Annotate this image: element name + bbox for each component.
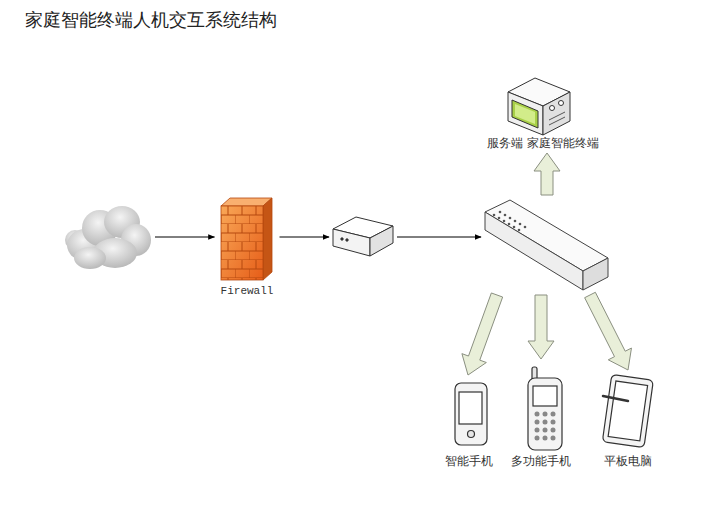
feature-phone-icon-part-part <box>551 436 556 441</box>
node-label: Firewall <box>221 284 274 298</box>
router-icon-part <box>370 226 393 256</box>
server-icon <box>508 78 570 135</box>
server-node: 服务端 家庭智能终端 <box>478 72 608 150</box>
tablet-icon-part-part <box>602 374 653 447</box>
tablet-icon-part <box>603 396 628 401</box>
tablet-icon <box>602 374 653 447</box>
block-arrow <box>534 153 560 195</box>
switch-icon-part <box>493 211 527 232</box>
switch-icon-part-part <box>524 226 527 229</box>
tablet-icon-part <box>602 374 653 447</box>
smartphone-icon <box>455 383 487 445</box>
switch-icon-part-part <box>499 211 502 214</box>
router-icon-part <box>346 239 348 241</box>
switch-icon-part-part <box>513 226 516 229</box>
switch-icon-part <box>583 258 608 290</box>
firewall-icon <box>221 198 272 280</box>
switch-icon-part <box>485 212 583 290</box>
node-label: 服务端 家庭智能终端 <box>487 136 599 150</box>
firewall-icon-part <box>221 206 263 280</box>
server-icon-part <box>559 101 564 106</box>
switch-icon-part-part <box>509 217 512 220</box>
connector-arrow <box>155 237 215 238</box>
firewall-icon-part <box>221 206 263 280</box>
feature-phone-icon <box>528 367 562 450</box>
feature-phone-icon-part-part <box>535 436 540 441</box>
firewall-node: Firewall <box>217 196 278 298</box>
feature-phone-icon-part <box>535 412 556 441</box>
feature-phone-icon-part <box>533 386 557 406</box>
switch-icon-part-part <box>504 214 507 217</box>
server-icon-part <box>549 112 565 120</box>
device-node: 多功能手机 <box>505 362 577 468</box>
node-label: 多功能手机 <box>511 454 571 468</box>
feature-phone-icon-part-part <box>543 412 548 417</box>
block-arrow <box>462 293 503 375</box>
switch-icon-part-part <box>514 220 517 223</box>
feature-phone-icon-part-part <box>551 412 556 417</box>
router-node <box>331 214 395 258</box>
block-arrow <box>528 295 554 359</box>
switch-icon-part-part <box>508 223 511 226</box>
cloud-icon <box>65 206 151 269</box>
feature-phone-icon-part-part <box>535 420 540 425</box>
feature-phone-icon-part-part <box>543 436 548 441</box>
smartphone-icon-part <box>459 392 482 424</box>
switch-icon-part-part <box>493 214 496 217</box>
switch-icon-part-part <box>518 229 521 232</box>
feature-phone-icon-part-part <box>551 428 556 433</box>
switch-icon <box>485 200 608 290</box>
server-icon-part <box>543 92 570 135</box>
cloud-icon-part <box>74 247 106 269</box>
cloud-node <box>65 202 153 272</box>
node-label: 智能手机 <box>445 454 493 468</box>
tablet-icon-part-part <box>608 381 647 441</box>
firewall-icon-part <box>263 198 272 280</box>
switch-node <box>483 198 610 292</box>
title-holder: 家庭智能终端人机交互系统结构 <box>25 9 277 31</box>
switch-icon-part-part <box>503 220 506 223</box>
router-icon-part <box>333 229 370 256</box>
node-label: 平板电脑 <box>604 454 652 468</box>
device-node: 智能手机 <box>438 378 500 468</box>
server-icon-part <box>515 104 535 124</box>
server-icon-part <box>508 92 543 135</box>
feature-phone-icon-part-part <box>535 428 540 433</box>
server-icon-part <box>549 117 565 125</box>
switch-icon-part-part <box>519 223 522 226</box>
device-node: 平板电脑 <box>596 373 660 468</box>
feature-phone-icon-part-part <box>535 412 540 417</box>
feature-phone-icon-part-part <box>543 428 548 433</box>
server-icon-part <box>550 106 555 111</box>
connector-arrow <box>397 237 481 238</box>
block-arrow <box>585 292 632 370</box>
switch-icon-part-part <box>498 217 501 220</box>
server-icon-part <box>512 100 538 128</box>
feature-phone-icon-part-part <box>543 420 548 425</box>
smartphone-icon-part <box>455 383 487 445</box>
feature-phone-icon-part-part <box>551 420 556 425</box>
router-icon <box>333 217 393 256</box>
feature-phone-icon-part <box>528 378 562 450</box>
smartphone-icon-part <box>468 431 475 438</box>
connector-arrow <box>280 237 330 238</box>
diagram-title: 家庭智能终端人机交互系统结构 <box>25 9 277 31</box>
router-icon-part <box>341 238 343 240</box>
